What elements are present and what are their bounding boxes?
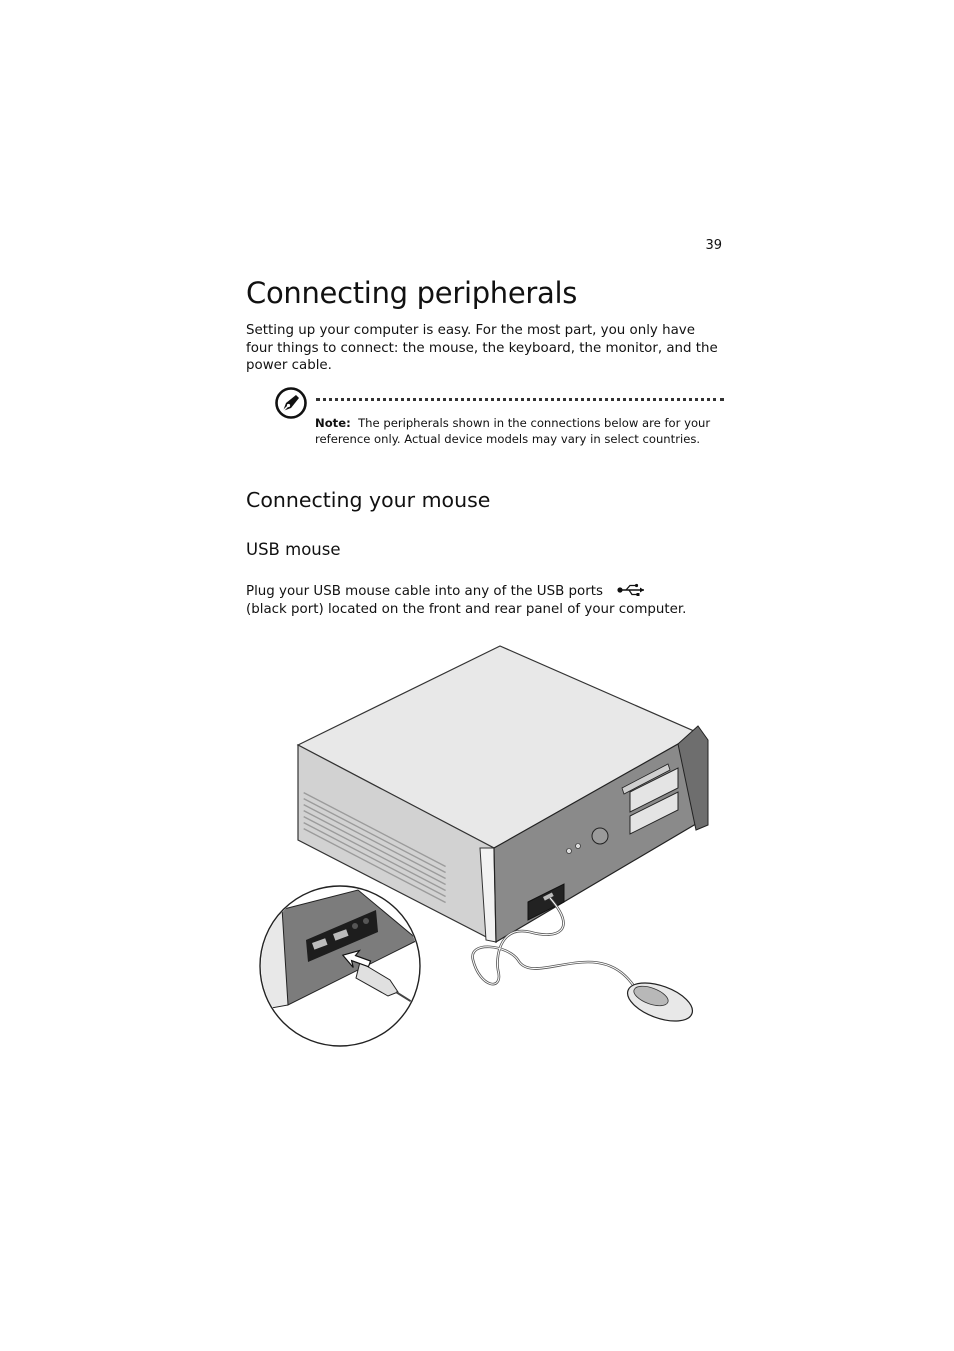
subsection-heading: USB mouse (246, 540, 341, 559)
computer-usb-mouse-illustration (259, 645, 709, 1047)
note-pen-icon (275, 387, 307, 419)
mouse-icon (626, 982, 694, 1022)
note-label: Note: (315, 416, 351, 430)
usb-instructions-line1: Plug your USB mouse cable into any of th… (246, 584, 603, 599)
page-title: Connecting peripherals (246, 276, 578, 310)
note-divider (316, 398, 724, 401)
page-number: 39 (705, 238, 722, 253)
note-block: Note: The peripherals shown in the conne… (315, 415, 715, 447)
vent-grille (303, 792, 446, 904)
zoom-inset (259, 885, 421, 1047)
usb-icon (617, 583, 645, 596)
usb-instructions: Plug your USB mouse cable into any of th… (246, 583, 766, 619)
note-text: The peripherals shown in the connections… (315, 416, 711, 447)
usb-instructions-line2: (black port) located on the front and re… (246, 602, 687, 617)
intro-paragraph: Setting up your computer is easy. For th… (246, 323, 718, 374)
section-heading: Connecting your mouse (246, 488, 491, 512)
